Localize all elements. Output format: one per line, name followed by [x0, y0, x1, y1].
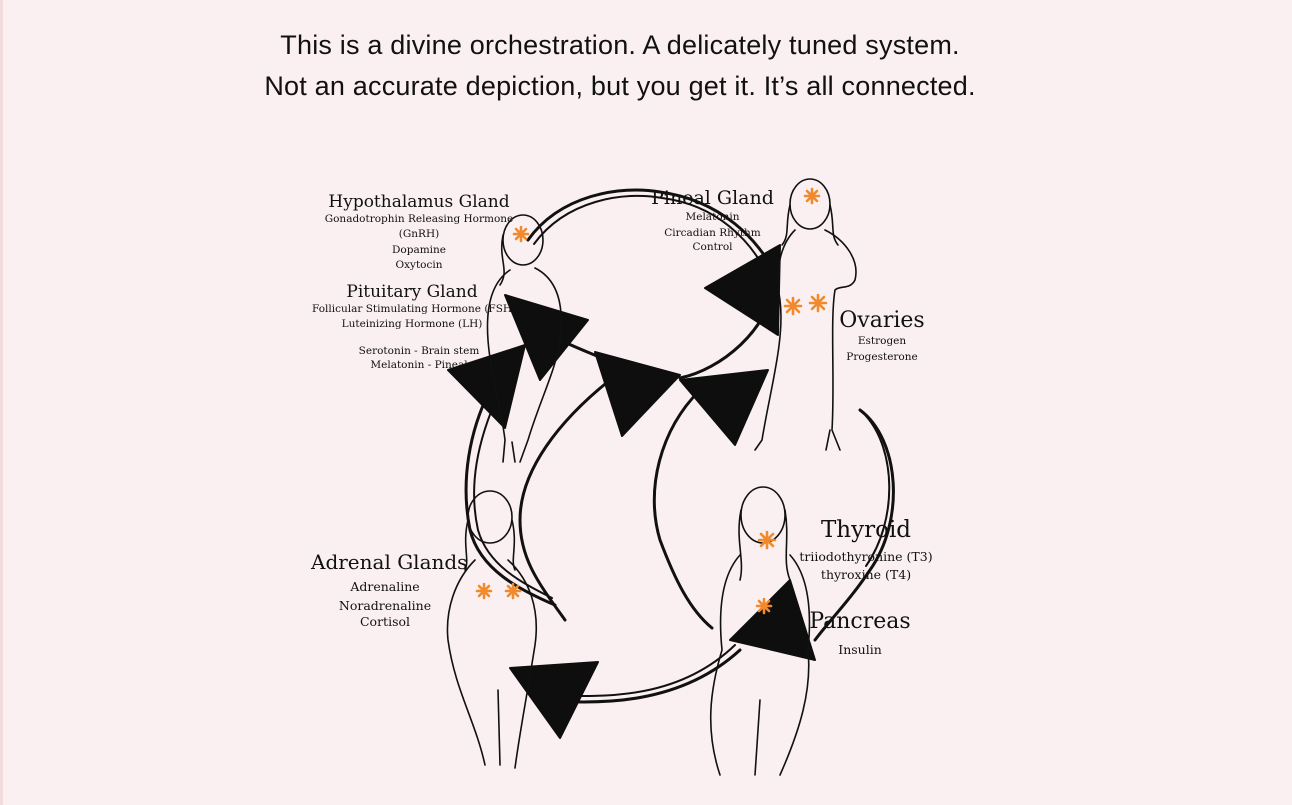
- arrowhead-center-right: [679, 369, 769, 446]
- pineal-title: Pineal Gland: [651, 187, 774, 209]
- figure-hypothalamus: [486, 214, 563, 463]
- adrenal-title: Adrenal Glands: [311, 550, 468, 574]
- adrenal-item: Noradrenaline: [338, 597, 432, 613]
- pituitary-extra-item: Serotonin - Brain stem: [358, 345, 480, 357]
- adrenal-item: Adrenaline: [350, 579, 420, 594]
- arrowhead-pituitary-right: [504, 294, 589, 381]
- figure-pineal: [754, 178, 857, 451]
- marker-ovary-right: [808, 293, 828, 313]
- thyroid-item: triiodothyronine (T3): [799, 548, 933, 564]
- figure-thyroid: [709, 486, 811, 776]
- hypothalamus-item: Gonadotrophin Releasing Hormone: [324, 213, 514, 226]
- arrowhead-pituitary-left: [447, 344, 526, 429]
- marker-pineal: [803, 187, 821, 205]
- connector-center-adrenal: [518, 378, 612, 622]
- pituitary-item: Luteinizing Hormone (LH): [341, 318, 483, 331]
- marker-hypothalamus: [512, 225, 530, 243]
- pancreas-item: Insulin: [838, 641, 882, 657]
- connector-center-pancreas: [652, 388, 714, 630]
- pancreas-title: Pancreas: [809, 609, 911, 634]
- heading-line-2: Not an accurate depiction, but you get i…: [264, 71, 976, 101]
- marker-adrenal-right: [504, 582, 522, 600]
- pineal-item: Melatonin: [685, 210, 740, 223]
- figure-adrenal: [446, 490, 538, 769]
- hypothalamus-title: Hypothalamus Gland: [328, 192, 510, 212]
- marker-pancreas: [755, 597, 773, 615]
- arrowhead-pancreas: [729, 579, 816, 661]
- marker-adrenal-left: [475, 582, 493, 600]
- label-pineal: Pineal Gland Melatonin Circadian Rhythm …: [640, 187, 785, 254]
- label-ovaries: Ovaries Estrogen Progesterone: [832, 307, 932, 364]
- thyroid-title: Thyroid: [820, 517, 912, 543]
- ovaries-item: Estrogen: [857, 334, 907, 347]
- arrowhead-pineal: [704, 244, 781, 336]
- connector-hypothalamus-pineal: [526, 188, 777, 277]
- connector-pituitary-adrenal: [464, 388, 557, 607]
- pineal-item: Control: [692, 241, 733, 253]
- arrowhead-center: [594, 351, 681, 437]
- hypothalamus-item: Oxytocin: [395, 258, 443, 271]
- label-adrenal: Adrenal Glands Adrenaline Noradrenaline …: [311, 550, 468, 630]
- label-pituitary-extra: Serotonin - Brain stem Melatonin - Pinea…: [319, 345, 519, 372]
- hypothalamus-item: (GnRH): [398, 228, 440, 241]
- pituitary-item: Follicular Stimulating Hormone (FSH): [312, 303, 517, 316]
- pineal-item: Circadian Rhythm: [664, 226, 761, 239]
- pituitary-title: Pituitary Gland: [346, 282, 478, 302]
- label-pancreas: Pancreas Insulin: [805, 608, 915, 657]
- thyroid-item: thyroxine (T4): [820, 567, 912, 583]
- marker-ovary-left: [783, 296, 803, 316]
- label-hypothalamus: Hypothalamus Gland Gonadotrophin Releasi…: [319, 192, 519, 272]
- marker-thyroid: [757, 530, 777, 550]
- label-pituitary: Pituitary Gland Follicular Stimulating H…: [312, 282, 517, 332]
- page-edge: [0, 0, 3, 805]
- ovaries-item: Progesterone: [846, 350, 918, 363]
- ovaries-title: Ovaries: [839, 308, 925, 333]
- hypothalamus-item: Dopamine: [391, 243, 446, 256]
- pituitary-extra-item: Melatonin - Pineal: [370, 359, 468, 372]
- connector-ovaries-thyroid: [813, 408, 895, 642]
- heading-line-1: This is a divine orchestration. A delica…: [280, 30, 960, 60]
- arrowhead-bottom: [509, 661, 599, 739]
- label-thyroid: Thyroid triiodothyronine (T3) thyroxine …: [796, 516, 936, 583]
- adrenal-item: Cortisol: [359, 614, 411, 630]
